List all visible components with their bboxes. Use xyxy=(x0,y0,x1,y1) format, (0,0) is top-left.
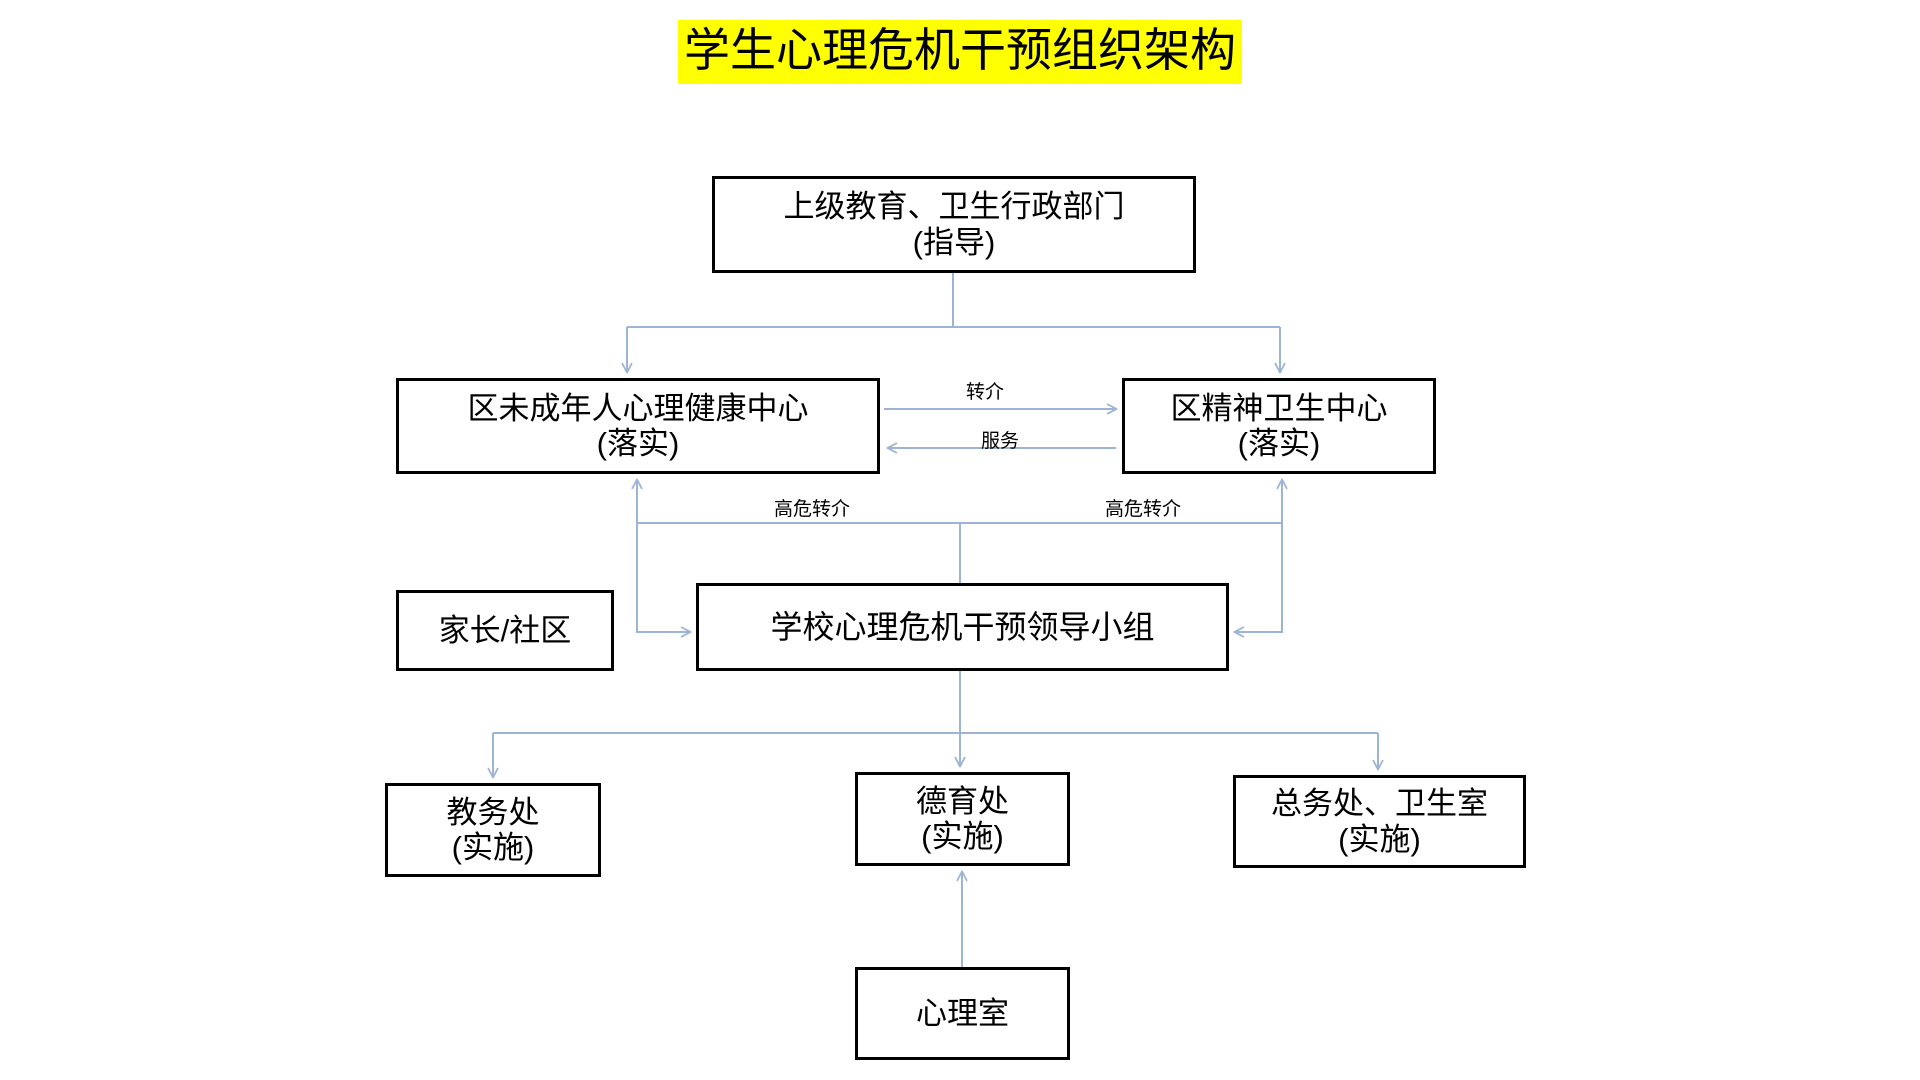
node-general-affairs-clinic[interactable]: 总务处、卫生室 (实施) xyxy=(1233,775,1526,868)
node-academic-affairs-office[interactable]: 教务处 (实施) xyxy=(385,783,601,877)
node-district-psychiatric-health-center[interactable]: 区精神卫生中心 (落实) xyxy=(1122,378,1436,474)
node-moral-education-office-line1: 德育处 xyxy=(916,783,1009,819)
edge-left-center-down-to-leadership xyxy=(636,523,690,632)
node-academic-affairs-office-line2: (实施) xyxy=(451,830,535,865)
node-school-crisis-leadership-group[interactable]: 学校心理危机干预领导小组 xyxy=(696,583,1229,671)
edge-label-high-risk-referral-left: 高危转介 xyxy=(773,499,851,520)
node-parents-community[interactable]: 家长/社区 xyxy=(396,590,614,671)
edge-label-high-risk-referral-right: 高危转介 xyxy=(1104,499,1182,520)
edge-label-service: 服务 xyxy=(980,431,1020,452)
node-general-affairs-clinic-line2: (实施) xyxy=(1338,821,1421,857)
node-district-minor-mental-health-center-line2: (落实) xyxy=(596,426,680,461)
edge-label-referral: 转介 xyxy=(965,382,1005,403)
node-academic-affairs-office-line1: 教务处 xyxy=(446,794,540,830)
node-district-psychiatric-health-center-line1: 区精神卫生中心 xyxy=(1170,390,1388,426)
node-parents-community-line1: 家长/社区 xyxy=(438,612,572,648)
node-upper-authority-line2: (指导) xyxy=(912,224,996,260)
edge-right-center-down-to-leadership xyxy=(1235,523,1283,632)
node-district-minor-mental-health-center[interactable]: 区未成年人心理健康中心 (落实) xyxy=(396,378,880,474)
node-psychology-room-line1: 心理室 xyxy=(916,995,1009,1031)
node-upper-authority-line1: 上级教育、卫生行政部门 xyxy=(783,189,1125,225)
node-district-minor-mental-health-center-line1: 区未成年人心理健康中心 xyxy=(467,390,809,426)
page-title: 学生心理危机干预组织架构 xyxy=(0,20,1920,84)
node-moral-education-office[interactable]: 德育处 (实施) xyxy=(855,772,1070,866)
node-district-psychiatric-health-center-line2: (落实) xyxy=(1237,426,1321,461)
node-general-affairs-clinic-line1: 总务处、卫生室 xyxy=(1271,786,1488,822)
page-title-text: 学生心理危机干预组织架构 xyxy=(678,20,1242,84)
node-psychology-room[interactable]: 心理室 xyxy=(855,967,1070,1060)
node-upper-authority[interactable]: 上级教育、卫生行政部门 (指导) xyxy=(712,176,1196,273)
node-school-crisis-leadership-group-line1: 学校心理危机干预领导小组 xyxy=(770,608,1155,645)
node-moral-education-office-line2: (实施) xyxy=(921,819,1004,854)
